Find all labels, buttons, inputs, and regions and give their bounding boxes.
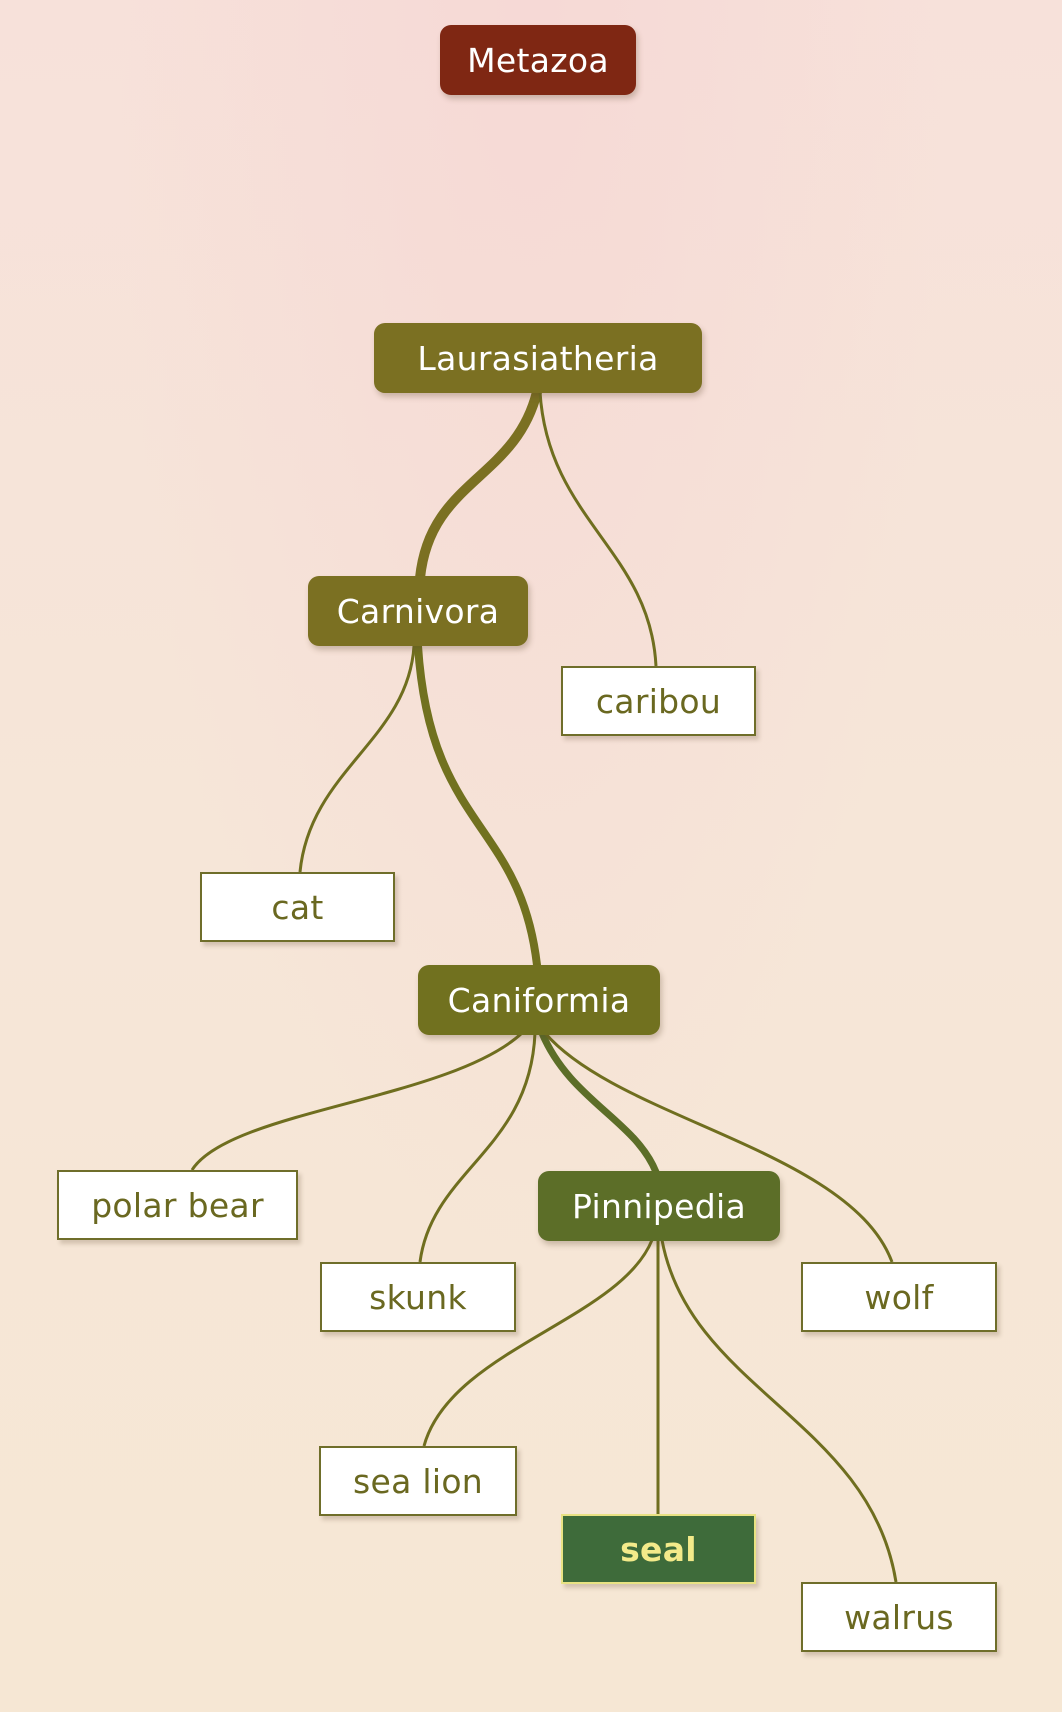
edge-laurasiatheria-caribou (538, 391, 658, 667)
edge-caniformia-skunk (418, 1032, 537, 1263)
edge-pinnipedia-walrus (660, 1239, 898, 1583)
node-pinnipedia[interactable]: Pinnipedia (538, 1171, 780, 1241)
edge-pinnipedia-sea-lion (422, 1239, 654, 1447)
edge-carnivora-cat (298, 645, 416, 873)
leaf-seal-highlighted[interactable]: seal (561, 1514, 756, 1584)
leaf-sea-lion[interactable]: sea lion (319, 1446, 517, 1516)
node-caniformia[interactable]: Caniformia (418, 965, 660, 1035)
leaf-wolf[interactable]: wolf (801, 1262, 997, 1332)
edge-caniformia-pinnipedia (538, 1029, 660, 1176)
edge-carnivora-caniformia (414, 642, 541, 969)
leaf-walrus[interactable]: walrus (801, 1582, 997, 1652)
leaf-cat[interactable]: cat (200, 872, 395, 942)
node-metazoa[interactable]: Metazoa (440, 25, 636, 95)
edge-caniformia-wolf (543, 1032, 894, 1263)
edge-laurasiatheria-carnivora (415, 387, 542, 583)
leaf-polar-bear[interactable]: polar bear (57, 1170, 298, 1240)
node-carnivora[interactable]: Carnivora (308, 576, 528, 646)
leaf-caribou[interactable]: caribou (561, 666, 756, 736)
leaf-skunk[interactable]: skunk (320, 1262, 516, 1332)
edge-caniformia-polar-bear (190, 1031, 524, 1171)
node-laurasiatheria[interactable]: Laurasiatheria (374, 323, 702, 393)
